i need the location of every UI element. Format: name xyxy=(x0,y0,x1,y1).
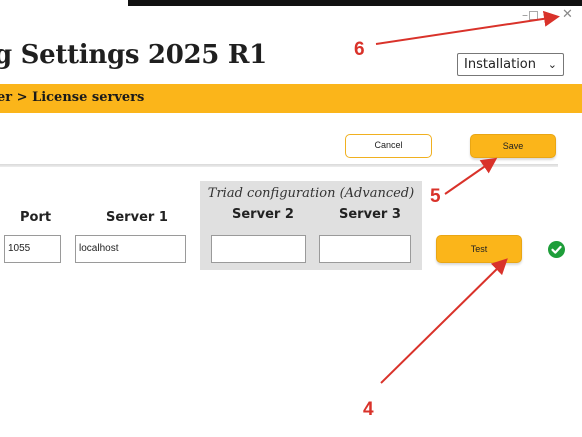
port-field[interactable]: 1055 xyxy=(4,235,61,263)
breadcrumb: er > License servers xyxy=(0,90,145,105)
breadcrumb-bar: er > License servers xyxy=(0,84,582,113)
server3-field[interactable] xyxy=(319,235,411,263)
annotation-label-5: 5 xyxy=(430,186,441,207)
chevron-down-icon: ⌄ xyxy=(547,58,557,71)
save-button[interactable]: Save xyxy=(470,134,556,158)
port-header: Port xyxy=(20,210,52,225)
annotation-label-6: 6 xyxy=(354,39,365,60)
close-icon[interactable]: ✕ xyxy=(562,7,573,22)
background-taskbar xyxy=(128,0,582,6)
annotation-label-4: 4 xyxy=(363,399,374,420)
server3-header: Server 3 xyxy=(339,207,401,222)
arrow-to-test xyxy=(380,258,508,384)
server1-field[interactable]: localhost xyxy=(75,235,186,263)
arrow-to-save xyxy=(444,157,498,195)
mode-select-value: Installation xyxy=(464,57,537,72)
divider xyxy=(0,164,558,167)
cancel-button[interactable]: Cancel xyxy=(345,134,432,158)
server1-header: Server 1 xyxy=(106,210,168,225)
page-title: g Settings 2025 R1 xyxy=(0,40,267,70)
server2-header: Server 2 xyxy=(232,207,294,222)
minimize-icon[interactable]: – xyxy=(522,8,528,22)
mode-select[interactable]: Installation ⌄ xyxy=(457,53,564,76)
check-circle-icon xyxy=(548,241,565,258)
server2-field[interactable] xyxy=(211,235,306,263)
triad-config-label: Triad configuration (Advanced) xyxy=(207,186,415,201)
arrow-to-close xyxy=(375,10,560,45)
